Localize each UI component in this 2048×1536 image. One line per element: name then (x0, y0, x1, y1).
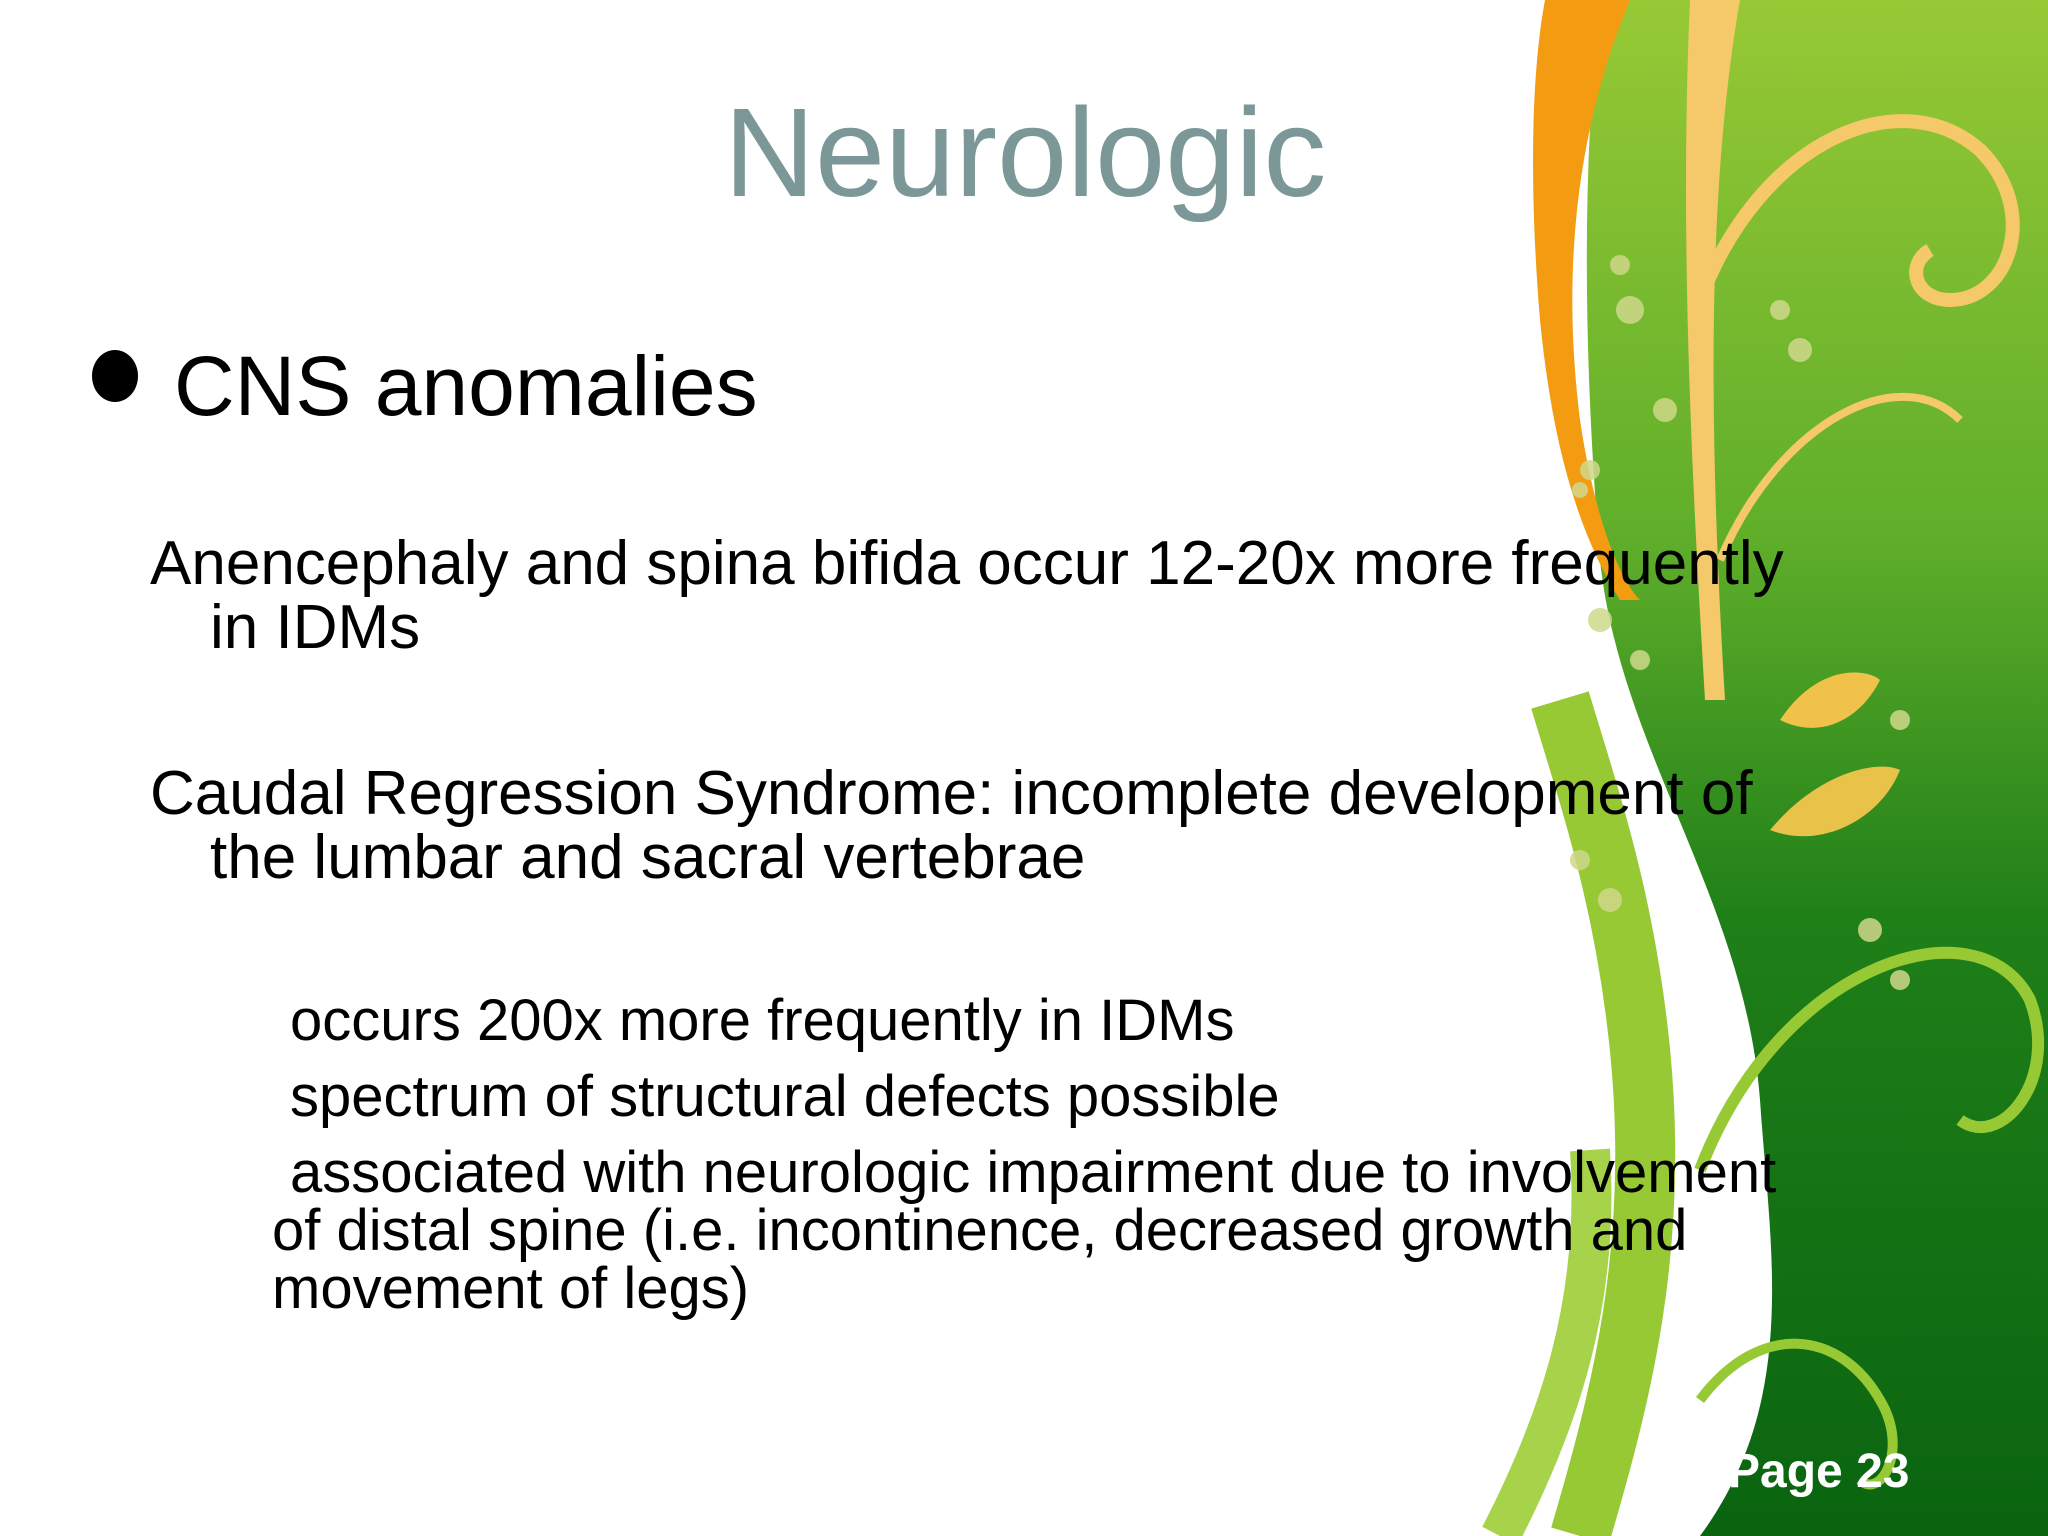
heading-bullet-text: CNS anomalies (174, 339, 758, 433)
paragraph-anencephaly: Anencephaly and spina bifida occur 12-20… (150, 532, 1784, 660)
page-number: Page 23 (1728, 1445, 1910, 1498)
sub-item-impairment: associated with neurologic impairment du… (272, 1142, 1776, 1320)
heading-bullet: CNS anomalies (92, 340, 758, 432)
sub-item-line: associated with neurologic impairment du… (290, 1140, 1777, 1205)
paragraph-caudal-regression: Caudal Regression Syndrome: incomplete d… (150, 762, 1753, 890)
paragraph-line: Anencephaly and spina bifida occur 12-20… (150, 529, 1784, 598)
sub-item-line: movement of legs) (272, 1256, 750, 1321)
slide-title: Neurologic (724, 82, 1327, 223)
paragraph-line: Caudal Regression Syndrome: incomplete d… (150, 759, 1753, 828)
paragraph-line: the lumbar and sacral vertebrae (210, 823, 1086, 892)
paragraph-line: in IDMs (210, 593, 421, 662)
sub-item-spectrum: spectrum of structural defects possible (290, 1064, 1280, 1129)
sub-item-frequency: occurs 200x more frequently in IDMs (290, 988, 1235, 1053)
bullet-dot-icon (92, 350, 138, 403)
sub-item-line: of distal spine (i.e. incontinence, decr… (272, 1198, 1688, 1263)
